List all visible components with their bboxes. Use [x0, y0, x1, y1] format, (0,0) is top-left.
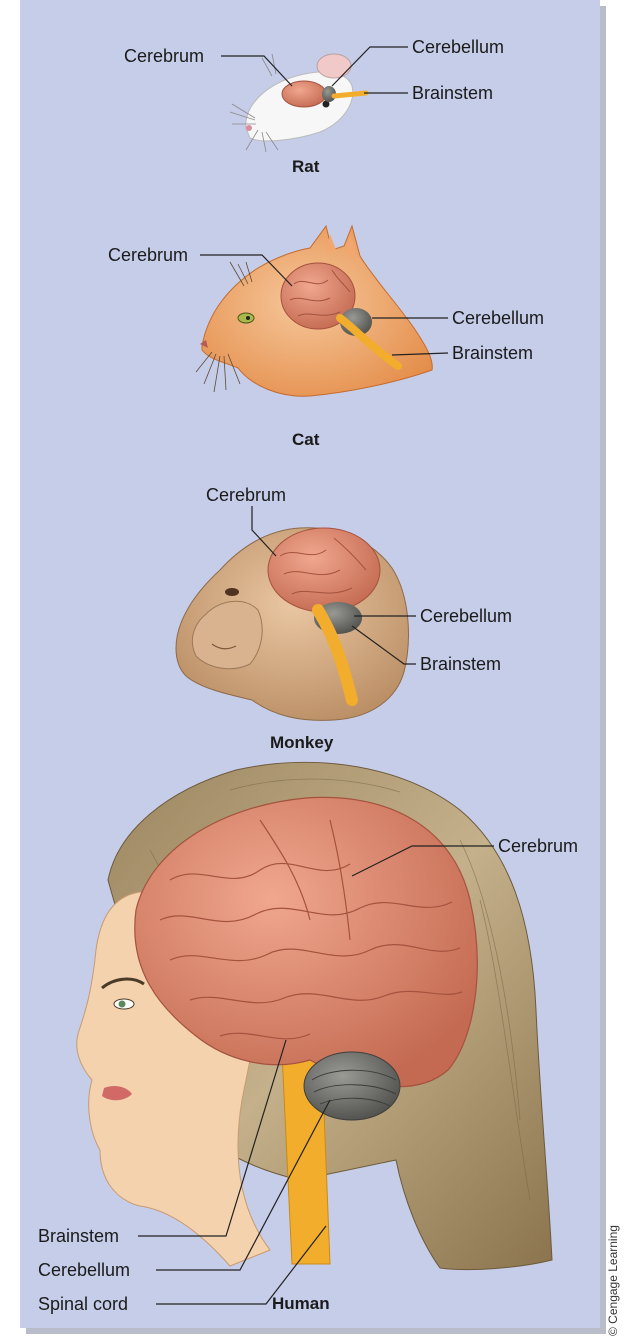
monkey-illustration: [176, 528, 408, 721]
human-cerebellum-label: Cerebellum: [38, 1260, 130, 1280]
human-spinal-cord-label: Spinal cord: [38, 1294, 128, 1314]
human-title: Human: [272, 1294, 330, 1314]
rat-illustration: [230, 54, 366, 152]
rat-brainstem-label: Brainstem: [412, 83, 493, 103]
human-cerebellum: [304, 1052, 400, 1120]
monkey-title: Monkey: [270, 733, 333, 753]
cat-cerebrum-label: Cerebrum: [108, 245, 188, 265]
rat-brainstem: [334, 93, 366, 96]
monkey-cerebellum-label: Cerebellum: [420, 606, 512, 626]
rat-ear: [317, 54, 351, 78]
human-illustration: [77, 762, 552, 1269]
rat-nose: [246, 125, 252, 131]
cat-title: Cat: [292, 430, 319, 450]
rat-cerebrum-label: Cerebrum: [124, 46, 204, 66]
human-brainstem-label: Brainstem: [38, 1226, 119, 1246]
cat-cerebellum-label: Cerebellum: [452, 308, 544, 328]
monkey-brainstem-label: Brainstem: [420, 654, 501, 674]
rat-cerebrum: [282, 81, 326, 107]
copyright-credit: © Cengage Learning: [606, 1225, 620, 1336]
rat-cerebellum-label: Cerebellum: [412, 37, 504, 57]
monkey-eye: [225, 588, 239, 596]
monkey-cerebrum: [268, 528, 380, 612]
rat-title: Rat: [292, 157, 319, 177]
cat-illustration: [196, 226, 432, 396]
cat-brainstem-label: Brainstem: [452, 343, 533, 363]
human-cerebrum-label: Cerebrum: [498, 836, 578, 856]
monkey-cerebrum-label: Cerebrum: [206, 485, 286, 505]
